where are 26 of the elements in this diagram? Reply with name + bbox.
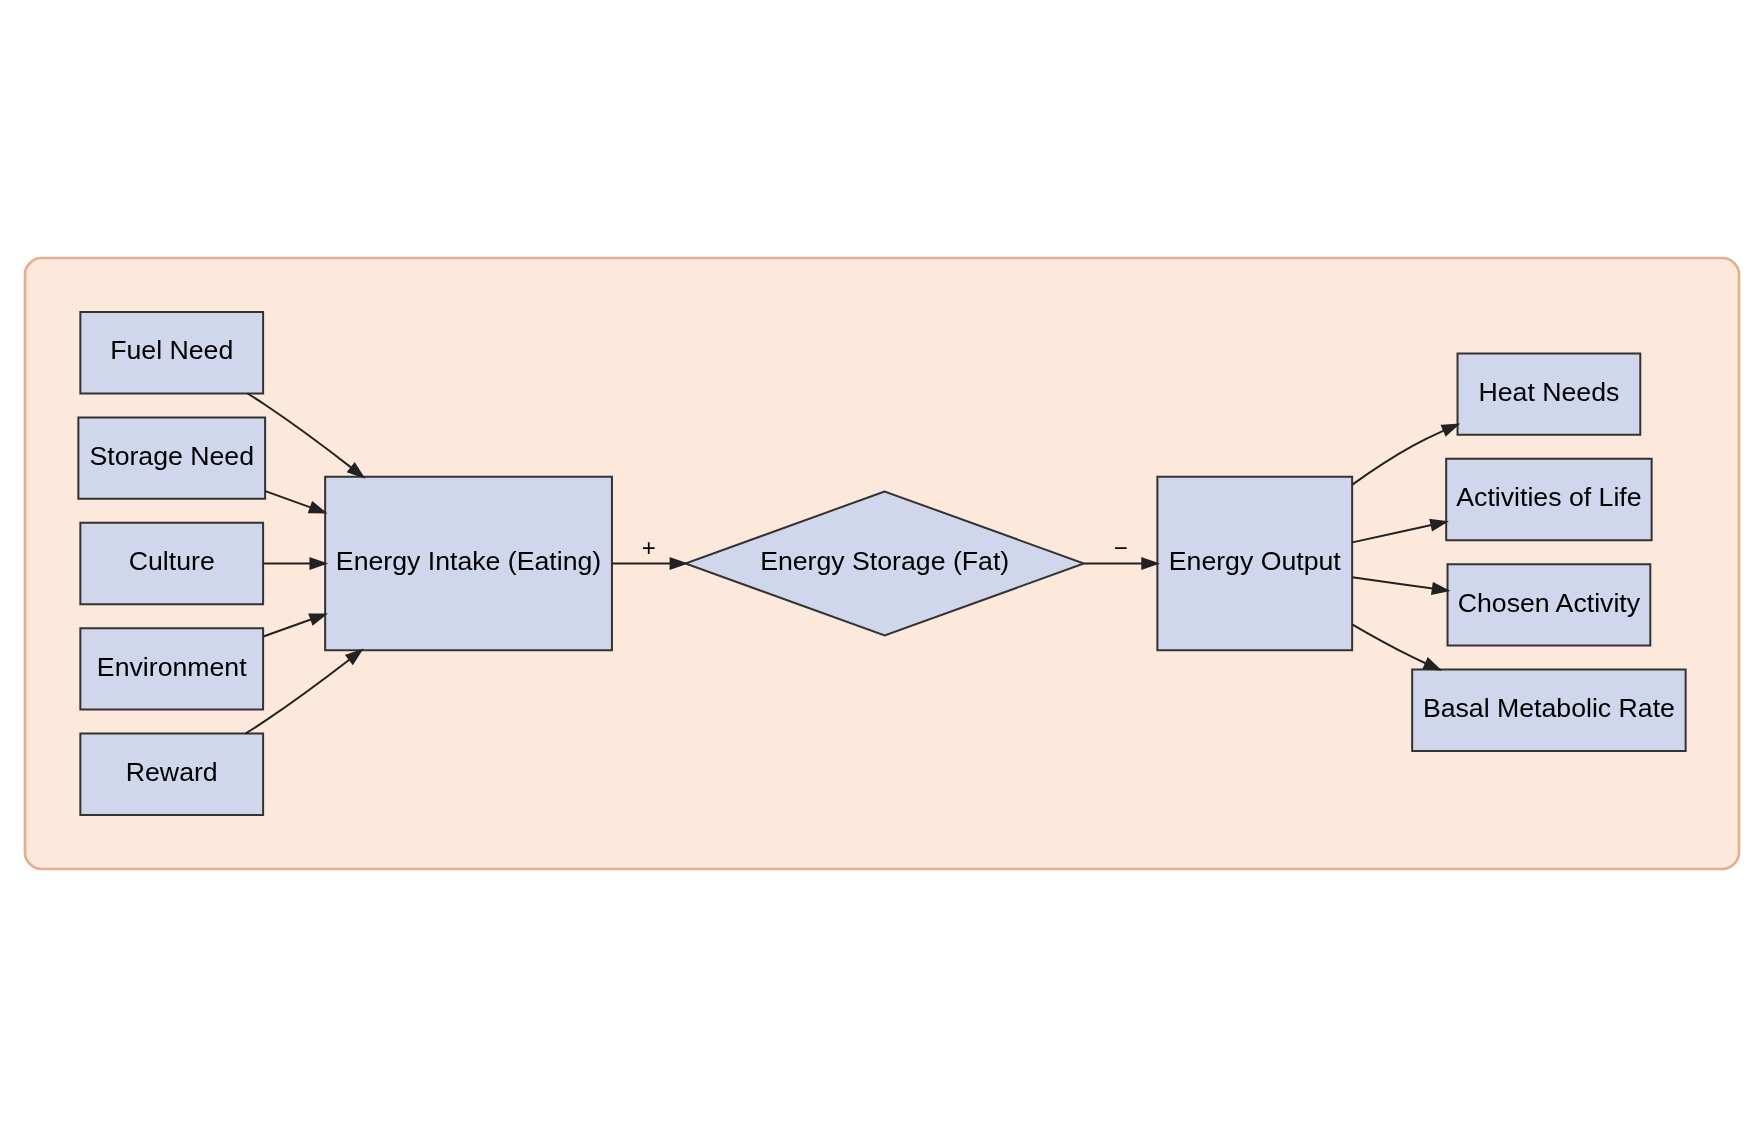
arrow	[1083, 556, 1160, 570]
arrow	[1351, 623, 1443, 671]
node-box: Chosen Activity	[1446, 562, 1652, 647]
arrow	[246, 392, 366, 479]
node-box: Storage Need	[77, 415, 267, 500]
edge-label: −	[1113, 533, 1128, 561]
arrow	[1351, 575, 1451, 595]
arrow	[264, 489, 328, 513]
node-diamond: Energy Storage (Fat)	[682, 489, 1087, 637]
node-box: Energy Intake (Eating)	[324, 475, 613, 651]
arrow	[611, 556, 689, 570]
arrow	[262, 556, 329, 570]
arrow	[244, 648, 364, 735]
node-box: Fuel Need	[79, 310, 265, 394]
arrow	[1351, 518, 1449, 543]
edge-label: +	[641, 533, 656, 561]
node-box: Reward	[79, 732, 265, 816]
node-box: Culture	[79, 521, 265, 605]
arrow	[262, 612, 328, 638]
node-box: Activities of Life	[1445, 457, 1653, 541]
node-box: Environment	[79, 626, 265, 711]
node-box: Heat Needs	[1456, 351, 1642, 436]
node-box: Energy Output	[1156, 475, 1354, 651]
cluster	[23, 256, 1741, 870]
arrow	[1351, 422, 1461, 486]
node-box: Basal Metabolic Rate	[1411, 668, 1687, 752]
